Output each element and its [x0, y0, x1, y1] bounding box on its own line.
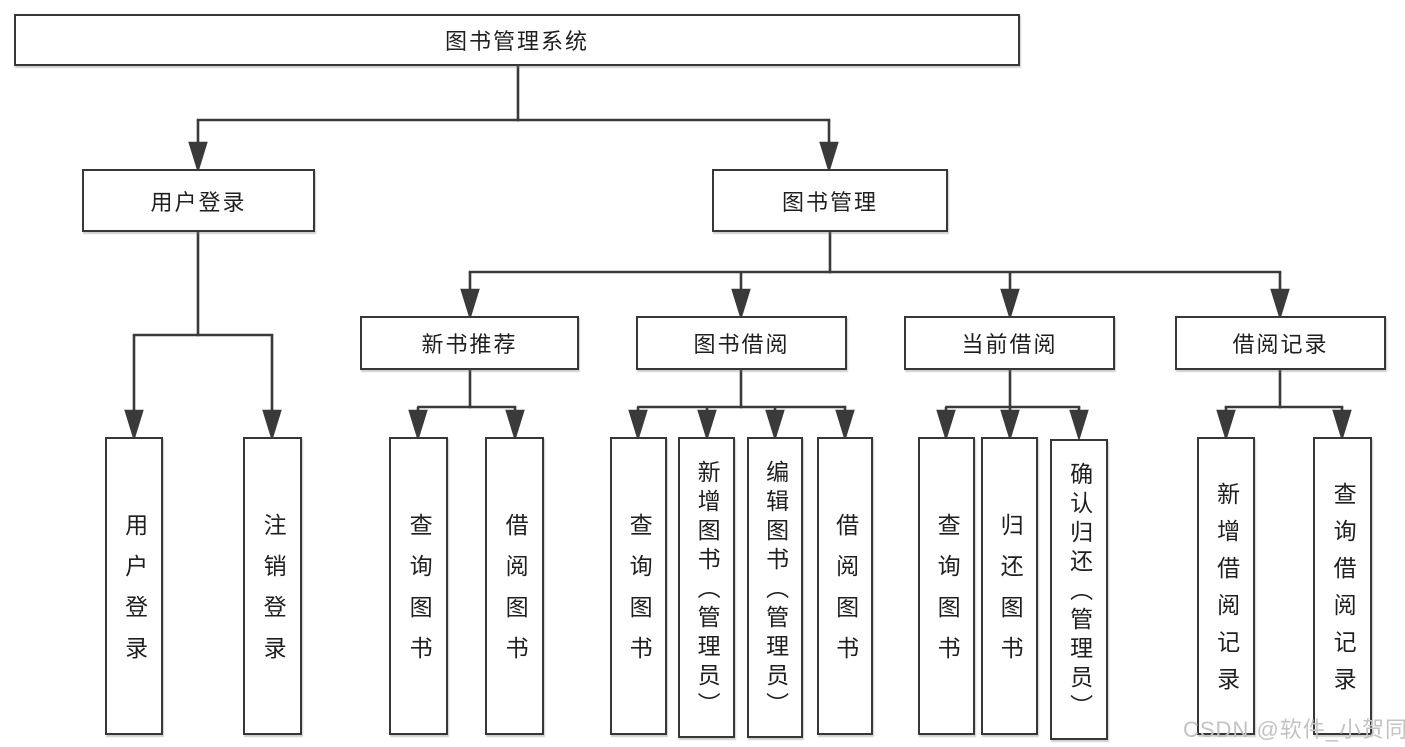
leaf-records-query-record: 查询借阅记录 [1313, 437, 1372, 735]
connector-group-book-management [460, 231, 1290, 321]
node-new-book-recommend: 新书推荐 [360, 316, 579, 370]
node-book-management-system: 图书管理系统 [14, 14, 1020, 66]
node-label: 编辑图书（管理员） [762, 460, 789, 721]
node-label: 查询图书 [934, 513, 961, 677]
leaf-borrowing-borrow-book: 借阅图书 [817, 437, 873, 735]
node-label: 新书推荐 [421, 332, 518, 357]
leaf-user-login: 用户登录 [105, 437, 163, 735]
connector-group-current-borrowing [936, 369, 1089, 442]
leaf-recommend-borrow-book: 借阅图书 [485, 437, 544, 735]
connector-group-root [188, 66, 839, 174]
node-label: 图书管理 [781, 189, 878, 215]
node-label: 归还图书 [997, 513, 1024, 677]
leaf-current-return-book: 归还图书 [981, 437, 1038, 735]
leaf-current-confirm-return-admin: 确认归还（管理员） [1050, 439, 1108, 740]
node-current-borrowing: 当前借阅 [904, 316, 1115, 370]
node-book-management: 图书管理 [712, 169, 948, 232]
node-label: 图书借阅 [693, 332, 790, 357]
node-book-borrowing: 图书借阅 [636, 316, 847, 370]
node-label: 用户登录 [150, 189, 247, 215]
node-label: 新增图书（管理员） [694, 460, 721, 721]
leaf-current-query-book: 查询图书 [918, 437, 975, 735]
node-user-login: 用户登录 [82, 169, 315, 232]
connector-group-user-login [124, 231, 282, 442]
node-label: 查询借阅记录 [1330, 482, 1357, 704]
csdn-watermark: CSDN @软件_小贺同学 [1183, 717, 1405, 742]
node-label: 借阅图书 [502, 513, 529, 677]
node-label: 图书管理系统 [444, 29, 589, 54]
connector-group-borrowing-records [1216, 369, 1352, 442]
connector-group-book-borrowing [628, 369, 855, 442]
node-label: 借阅图书 [832, 513, 859, 677]
leaf-borrowing-add-book-admin: 新增图书（管理员） [678, 437, 735, 738]
leaf-borrowing-query-book: 查询图书 [610, 437, 667, 735]
connector-group-new-book [408, 369, 525, 442]
node-label: 用户登录 [121, 513, 148, 677]
leaf-logout: 注销登录 [243, 437, 302, 735]
leaf-borrowing-edit-book-admin: 编辑图书（管理员） [747, 437, 803, 738]
node-borrowing-records: 借阅记录 [1175, 316, 1386, 370]
node-label: 注销登录 [260, 513, 287, 677]
node-label: 当前借阅 [961, 332, 1058, 357]
node-label: 借阅记录 [1232, 332, 1329, 357]
node-label: 确认归还（管理员） [1066, 462, 1093, 723]
leaf-records-add-record: 新增借阅记录 [1197, 437, 1255, 735]
node-label: 查询图书 [626, 513, 653, 677]
leaf-recommend-query-book: 查询图书 [389, 437, 448, 735]
node-label: 查询图书 [406, 513, 433, 677]
node-label: 新增借阅记录 [1213, 482, 1240, 704]
